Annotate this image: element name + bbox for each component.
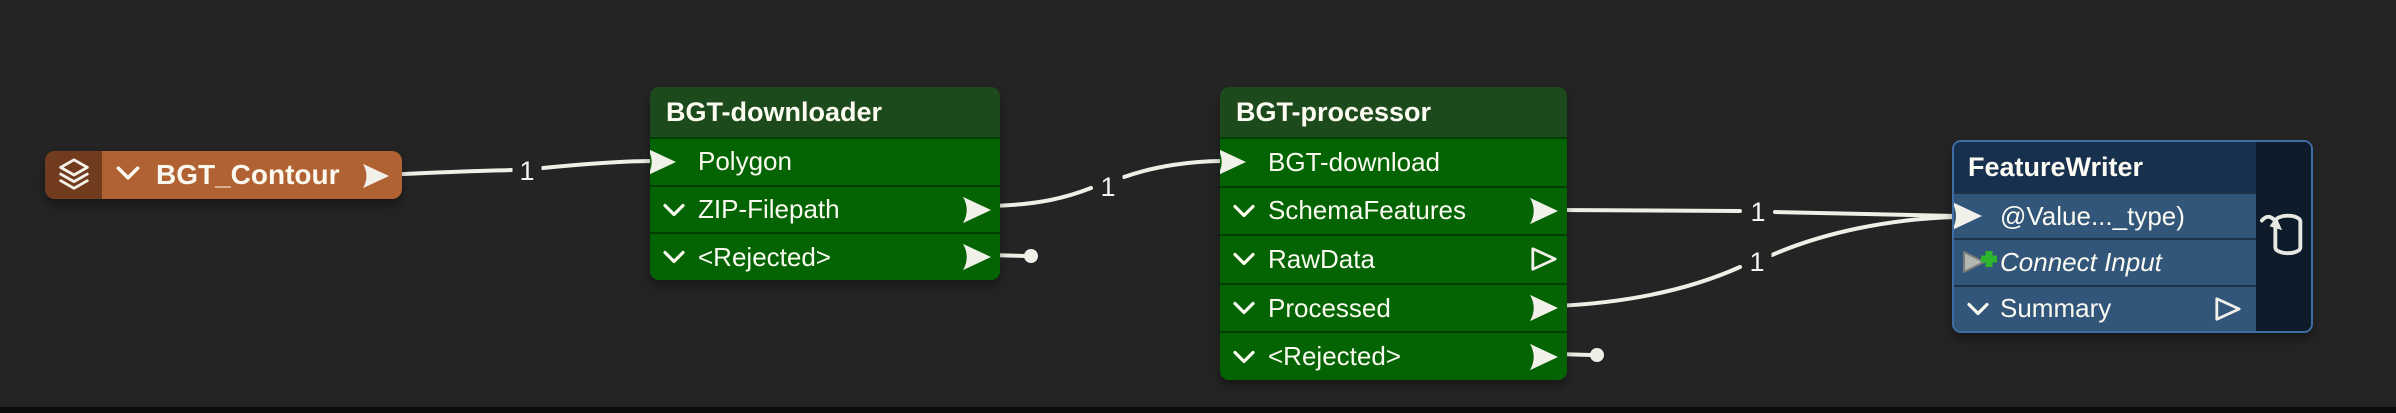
port-label: Connect Input	[2000, 246, 2162, 277]
port-label: <Rejected>	[1268, 341, 1401, 372]
node-bgt-downloader[interactable]: BGT-downloader Polygon ZIP-Filepath <Rej…	[650, 87, 1000, 280]
input-port-arrow-icon[interactable]	[1220, 149, 1246, 176]
port-row-rejected[interactable]: <Rejected>	[650, 232, 1000, 280]
node-header[interactable]: BGT-downloader	[650, 87, 1000, 137]
node-title: BGT-processor	[1236, 96, 1432, 127]
chevron-down-icon[interactable]	[116, 165, 140, 185]
connection-count-label: 1	[1093, 172, 1123, 202]
input-port-arrow-icon[interactable]	[1954, 202, 1982, 231]
port-label: BGT-download	[1268, 146, 1440, 177]
output-port-arrow-icon[interactable]	[963, 196, 991, 223]
output-port-arrow-icon[interactable]	[1530, 343, 1558, 370]
port-label: @Value..._type)	[2000, 200, 2185, 231]
output-port-arrow-icon[interactable]	[363, 162, 389, 195]
node-header[interactable]: BGT-processor	[1220, 87, 1567, 137]
output-port-arrow-hollow-icon[interactable]	[2214, 295, 2242, 322]
chevron-down-icon[interactable]	[1233, 204, 1255, 217]
port-row-polygon[interactable]: Polygon	[650, 137, 1000, 185]
port-row-rejected[interactable]: <Rejected>	[1220, 331, 1567, 380]
database-write-icon	[2259, 207, 2309, 266]
chevron-down-icon[interactable]	[1967, 302, 1989, 315]
port-row-processed[interactable]: Processed	[1220, 282, 1567, 332]
rejected-terminator-dot	[1024, 249, 1038, 263]
output-port-arrow-icon[interactable]	[963, 244, 991, 271]
wire-contour-downloader-a	[382, 168, 514, 177]
port-label: Processed	[1268, 292, 1391, 323]
port-row-bgt-download[interactable]: BGT-download	[1220, 137, 1567, 186]
chevron-down-icon[interactable]	[1233, 253, 1255, 266]
node-header[interactable]: FeatureWriter	[1954, 142, 2256, 192]
wire-contour-downloader-b	[541, 159, 655, 170]
connection-count-label: 1	[1742, 247, 1772, 277]
port-row-zip-filepath[interactable]: ZIP-Filepath	[650, 184, 1000, 233]
input-port-arrow-icon[interactable]	[650, 148, 676, 175]
port-row-rawdata[interactable]: RawData	[1220, 234, 1567, 283]
connect-input-plus-icon[interactable]	[1960, 246, 2000, 278]
wire-processed-writer-a	[1554, 265, 1742, 308]
wire-processed-writer-b	[1770, 215, 1957, 257]
node-title: FeatureWriter	[1968, 151, 2144, 182]
layers-icon	[45, 151, 102, 199]
writer-icon-strip	[2256, 142, 2311, 331]
wire-zip-processor-b	[1122, 159, 1225, 179]
chevron-down-icon[interactable]	[663, 203, 685, 216]
chevron-down-icon[interactable]	[1233, 350, 1255, 363]
wire-schema-writer-a	[1554, 208, 1742, 213]
port-row-connect-input[interactable]: Connect Input	[1954, 238, 2256, 285]
node-bgt-contour[interactable]: BGT_Contour	[45, 151, 402, 199]
port-row-schemafeatures[interactable]: SchemaFeatures	[1220, 185, 1567, 235]
node-feature-writer[interactable]: FeatureWriter @Value..._type) Connect In…	[1952, 140, 2313, 333]
port-label: Polygon	[698, 146, 792, 177]
port-label: RawData	[1268, 243, 1375, 274]
connection-count-label: 1	[1743, 197, 1773, 227]
rejected-terminator-dot	[1590, 348, 1604, 362]
port-row-value-type[interactable]: @Value..._type)	[1954, 192, 2256, 239]
chevron-down-icon[interactable]	[663, 251, 685, 264]
chevron-down-icon[interactable]	[1233, 301, 1255, 315]
window-bottom-edge	[0, 407, 2396, 413]
output-port-arrow-hollow-icon[interactable]	[1530, 246, 1558, 273]
node-title: BGT-downloader	[666, 96, 882, 127]
port-label: SchemaFeatures	[1268, 195, 1466, 226]
port-row-summary[interactable]: Summary	[1954, 284, 2256, 331]
port-label: <Rejected>	[698, 241, 831, 272]
node-bgt-processor[interactable]: BGT-processor BGT-download SchemaFeature…	[1220, 87, 1567, 380]
wire-zip-processor-a	[987, 186, 1093, 208]
connection-count-label: 1	[512, 156, 542, 186]
port-label: Summary	[2000, 293, 2112, 324]
output-port-arrow-icon[interactable]	[1530, 295, 1558, 322]
port-label: ZIP-Filepath	[698, 194, 840, 224]
node-title: BGT_Contour	[156, 159, 340, 190]
output-port-arrow-icon[interactable]	[1530, 197, 1558, 224]
wire-schema-writer-b	[1773, 210, 1957, 218]
